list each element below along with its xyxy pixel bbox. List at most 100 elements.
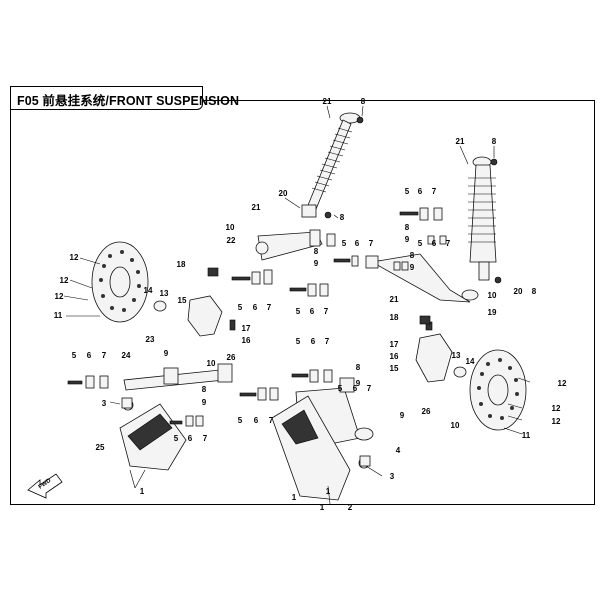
callout-11: 11 [522,431,531,440]
callout-12: 12 [55,292,64,301]
callout-21: 21 [456,137,465,146]
callout-7: 7 [369,239,374,248]
callout-3: 3 [390,472,395,481]
upper-arm-left [255,229,336,261]
callout-13: 13 [452,351,461,360]
callout-8: 8 [314,247,319,256]
callout-18: 18 [390,313,399,322]
callout-1: 1 [140,487,145,496]
callout-7: 7 [267,303,272,312]
callout-20: 20 [279,189,288,198]
fwd-arrow-icon: FWD [27,473,63,499]
callout-10: 10 [207,359,216,368]
callout-22: 22 [227,236,236,245]
shock-absorber-left [301,112,364,219]
callout-12: 12 [558,379,567,388]
callout-10: 10 [488,291,497,300]
callout-7: 7 [102,351,107,360]
callout-5: 5 [238,416,243,425]
callout-8: 8 [410,251,415,260]
callout-18: 18 [177,260,186,269]
guard-plate-left [119,403,187,471]
callout-21: 21 [252,203,261,212]
callout-1: 1 [326,487,331,496]
callout-7: 7 [325,337,330,346]
callout-17: 17 [242,324,251,333]
callout-7: 7 [324,307,329,316]
diagram-frame [10,100,595,505]
callout-6: 6 [87,351,92,360]
callout-9: 9 [410,263,415,272]
callout-5: 5 [296,307,301,316]
callout-5: 5 [338,384,343,393]
bolt-bushing-sets [67,207,447,467]
callout-26: 26 [227,353,236,362]
callout-8: 8 [405,223,410,232]
callout-8: 8 [532,287,537,296]
callout-9: 9 [202,398,207,407]
upper-arm-right [365,253,479,303]
callout-12: 12 [552,404,561,413]
callout-16: 16 [390,352,399,361]
callout-12: 12 [60,276,69,285]
callout-2: 2 [348,503,353,512]
lower-arm-left [122,363,233,411]
callout-21: 21 [323,97,332,106]
callout-5: 5 [238,303,243,312]
callout-7: 7 [367,384,372,393]
callout-17: 17 [390,340,399,349]
callout-1: 1 [292,493,297,502]
callout-8: 8 [492,137,497,146]
callout-8: 8 [356,363,361,372]
callout-5: 5 [405,187,410,196]
callout-7: 7 [446,239,451,248]
callout-6: 6 [355,239,360,248]
callout-13: 13 [160,289,169,298]
callout-11: 11 [54,311,63,320]
callout-6: 6 [432,239,437,248]
callout-19: 19 [488,308,497,317]
callout-21: 21 [390,295,399,304]
shock-absorber-right [468,156,502,284]
callout-labels: 21 8 21 8 20 8 21 10 22 5 6 7 8 9 18 5 6… [54,97,567,512]
callout-8: 8 [340,213,345,222]
callout-6: 6 [310,307,315,316]
callout-26: 26 [422,407,431,416]
leader-lines [63,105,531,505]
diagram-title: F05 前悬挂系统/FRONT SUSPENSION [17,94,240,108]
callout-9: 9 [405,235,410,244]
callout-6: 6 [253,303,258,312]
callout-8: 8 [202,385,207,394]
callout-8: 8 [361,97,366,106]
callout-14: 14 [466,357,475,366]
callout-20: 20 [514,287,523,296]
callout-5: 5 [296,337,301,346]
brake-disc-left [91,241,149,323]
callout-4: 4 [396,446,401,455]
callout-7: 7 [432,187,437,196]
title-box: F05 前悬挂系统/FRONT SUSPENSION [10,86,239,110]
callout-6: 6 [311,337,316,346]
brake-disc-right [469,349,527,431]
callout-23: 23 [146,335,155,344]
callout-5: 5 [342,239,347,248]
callout-6: 6 [353,384,358,393]
callout-5: 5 [72,351,77,360]
callout-5: 5 [418,239,423,248]
callout-15: 15 [390,364,399,373]
callout-9: 9 [164,349,169,358]
callout-9: 9 [400,411,405,420]
callout-16: 16 [242,336,251,345]
callout-10: 10 [226,223,235,232]
guard-plate-right [271,395,351,501]
callout-9: 9 [314,259,319,268]
callout-24: 24 [122,351,131,360]
callout-15: 15 [178,296,187,305]
callout-9: 9 [356,379,361,388]
callout-7: 7 [203,434,208,443]
callout-12: 12 [70,253,79,262]
callout-25: 25 [96,443,105,452]
callout-6: 6 [418,187,423,196]
steering-knuckle-right [415,321,467,383]
